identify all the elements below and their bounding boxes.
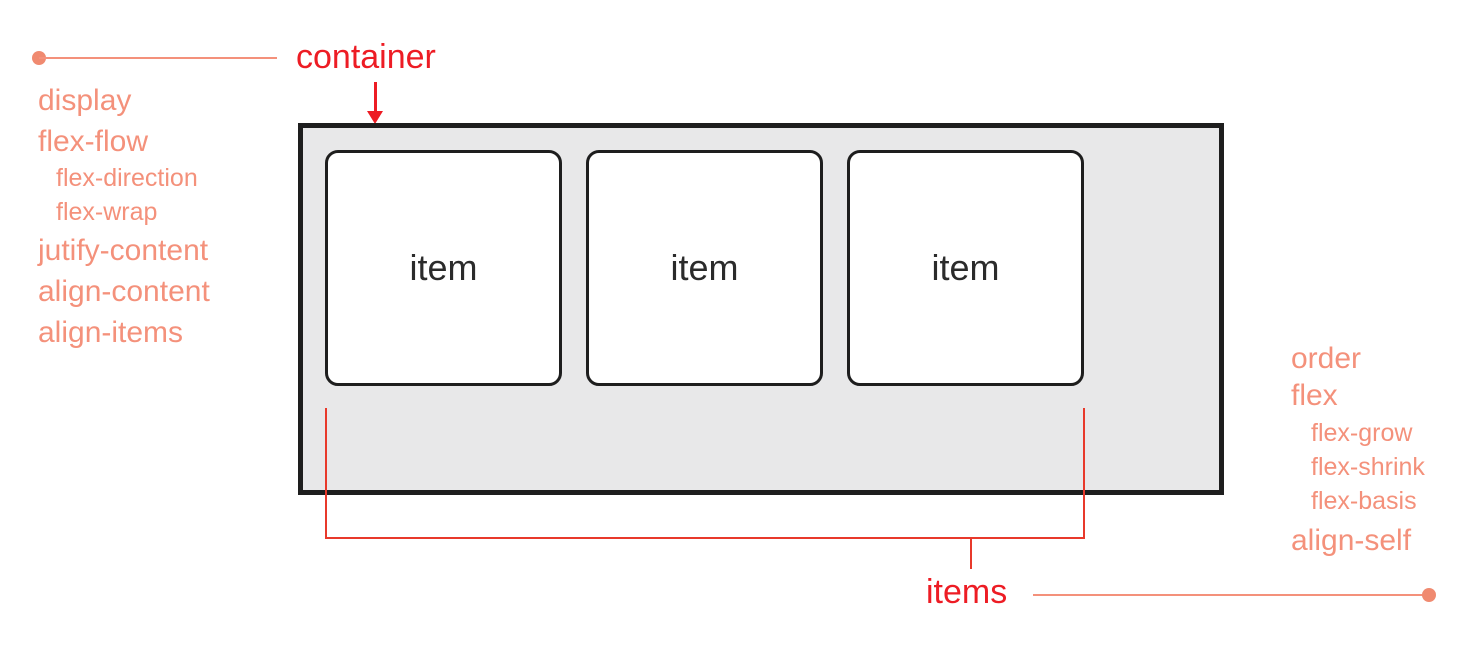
items-connector-dot [1422,588,1436,602]
property-justify-content: jutify-content [38,234,209,267]
property-flex: flex [1291,379,1338,412]
flex-item-1: item [325,150,562,386]
items-bracket-right-leg [1083,408,1085,539]
property-flex-grow: flex-grow [1311,419,1413,447]
items-label: items [926,573,1008,611]
flex-item-3: item [847,150,1084,386]
items-bracket-horizontal [325,537,1085,539]
container-connector-line [39,57,277,59]
container-arrow-icon [367,111,383,124]
property-display: display [38,84,132,117]
flex-item-2: item [586,150,823,386]
property-flex-shrink: flex-shrink [1311,453,1425,481]
items-bracket-stub [970,539,972,569]
property-flex-direction: flex-direction [56,164,198,192]
property-flex-wrap: flex-wrap [56,198,158,226]
property-flex-flow: flex-flow [38,125,149,158]
items-connector-line [1033,594,1423,596]
flex-container-box: item item item [298,123,1224,495]
property-flex-basis: flex-basis [1311,487,1417,515]
property-align-self: align-self [1291,524,1412,557]
property-order: order [1291,342,1362,375]
items-bracket-left-leg [325,408,327,539]
container-label: container [296,38,436,76]
container-arrow-shaft [374,82,377,113]
property-align-items: align-items [38,316,184,349]
property-align-content: align-content [38,275,210,308]
